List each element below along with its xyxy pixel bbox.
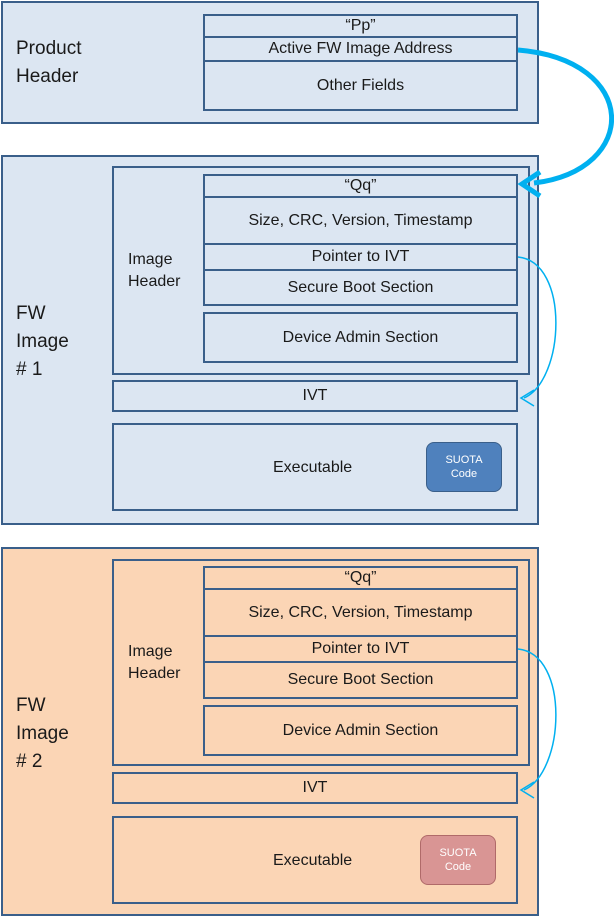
fw-image-1-suota-line2: Code [450,468,478,480]
product-header-label-line2: Header [16,66,79,87]
fw-image-1-field-size-crc: Size, CRC, Version, Timestamp [203,196,518,245]
fw-image-2-label-line1: FW [16,695,46,716]
fw-image-1-ivt: IVT [112,380,518,412]
fw-image-1-field-pointer-ivt: Pointer to IVT [203,243,518,271]
product-header-section [1,1,539,124]
product-field-other-fields: Other Fields [203,60,518,111]
fw-image-2-field-qq: “Qq” [203,566,518,590]
fw-image-2-image-header-line1: Image [128,643,173,660]
fw-image-1-label-line2: Image [16,331,69,352]
fw-image-2-field-size-crc: Size, CRC, Version, Timestamp [203,588,518,637]
fw-image-1-label-line1: FW [16,303,46,324]
fw-image-2-image-header-line2: Header [128,665,181,682]
fw-image-2-suota-line1: SUOTA [439,847,477,859]
fw-image-1-image-header-line1: Image [128,251,173,268]
fw-image-1-field-qq: “Qq” [203,174,518,198]
fw-image-2-label: FW Image # 2 [16,692,69,776]
fw-image-2-field-device-admin: Device Admin Section [203,705,518,756]
product-field-active-fw-address: Active FW Image Address [203,36,518,62]
fw-image-2-field-secure-boot: Secure Boot Section [203,661,518,699]
fw-image-1-executable-box [112,423,518,511]
fw-image-2-image-header-label: Image Header [128,641,180,685]
fw-image-1-suota-line1: SUOTA [445,454,483,466]
product-field-pp: “Pp” [203,14,518,38]
fw-image-1-image-header-line2: Header [128,273,181,290]
product-header-label-line1: Product [16,38,82,59]
fw-image-1-label-line3: # 1 [16,359,43,380]
fw-image-2-suota-line2: Code [444,861,472,873]
fw-image-2-executable-label: Executable [273,852,353,869]
fw-image-1-label: FW Image # 1 [16,300,69,384]
product-header-label: Product Header [16,35,81,91]
fw-image-1-image-header-label: Image Header [128,249,180,293]
fw-image-2-label-line2: Image [16,723,69,744]
fw-image-1-field-device-admin: Device Admin Section [203,312,518,363]
fw-image-2-field-pointer-ivt: Pointer to IVT [203,635,518,663]
fw-image-2-suota-code: SUOTA Code [420,835,496,885]
fw-image-1-field-secure-boot: Secure Boot Section [203,269,518,306]
fw-image-2-label-line3: # 2 [16,751,43,772]
fw-image-1-executable-label: Executable [273,459,353,476]
fw-image-2-ivt: IVT [112,772,518,804]
fw-image-1-suota-code: SUOTA Code [426,442,502,492]
fw-image-2-executable-box [112,816,518,904]
